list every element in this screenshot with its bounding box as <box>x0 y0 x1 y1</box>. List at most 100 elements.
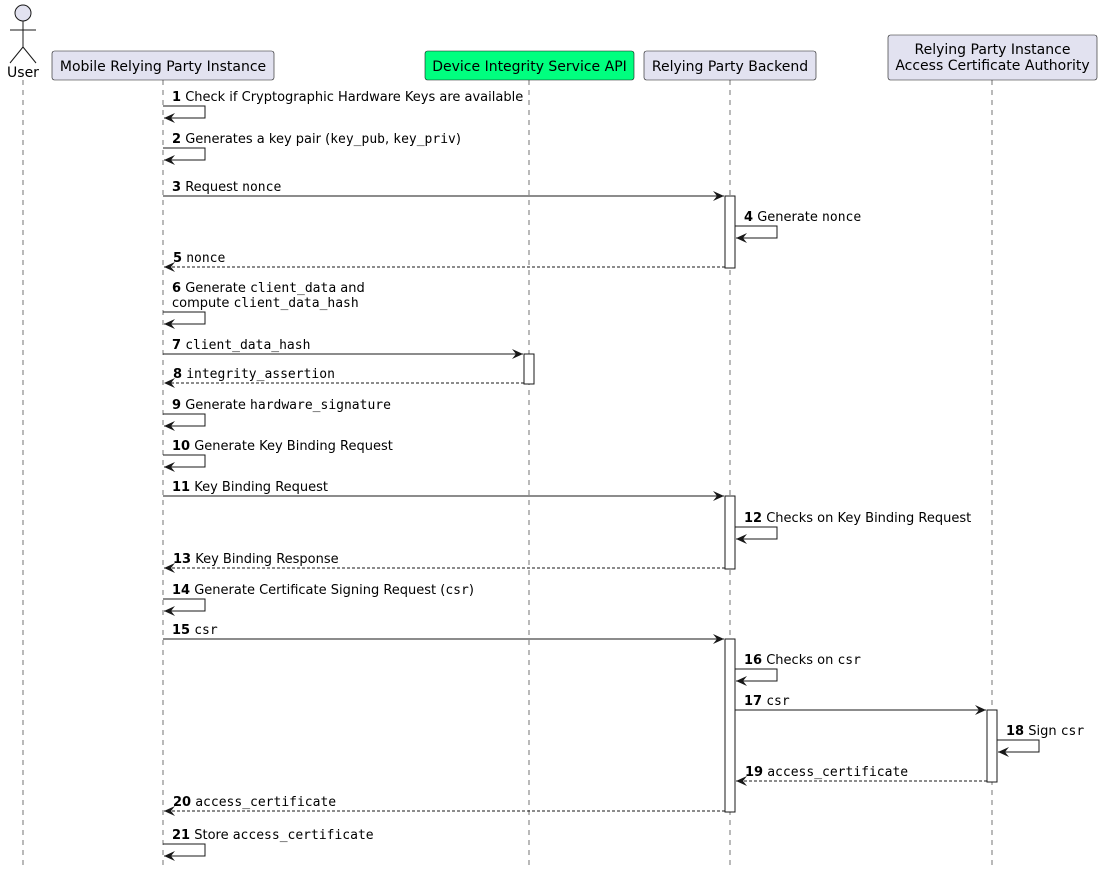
code-text: hardware_signature <box>250 398 391 413</box>
message-label: 2 Generates a key pair (key_pub, key_pri… <box>172 132 461 147</box>
message-text: Checks on <box>766 653 837 668</box>
message-3: 3 Request nonce <box>163 180 724 201</box>
message-label: 18 Sign csr <box>1006 724 1084 739</box>
message-number: 5 <box>173 251 182 266</box>
message-text: Request <box>185 180 242 195</box>
message-text: ) <box>469 583 474 598</box>
code-text: nonce <box>242 180 281 195</box>
message-label: 15 csr <box>172 623 218 638</box>
message-8: 8 integrity_assertion <box>164 367 524 388</box>
message-number: 3 <box>172 180 181 195</box>
self-message-arrow <box>163 105 206 123</box>
participant-label: Device Integrity Service API <box>432 59 627 75</box>
code-text: integrity_assertion <box>186 367 335 382</box>
activation-bars <box>523 195 998 813</box>
message-label: 4 Generate nonce <box>744 210 861 225</box>
message-4: 4 Generate nonce <box>735 210 861 243</box>
self-message-arrow <box>997 739 1040 757</box>
message-number: 15 <box>172 623 190 638</box>
participant-mrpi: Mobile Relying Party Instance <box>51 50 275 81</box>
self-message-arrow <box>163 311 206 329</box>
message-label: 17 csr <box>744 694 790 709</box>
activation-bar-dis <box>523 353 535 385</box>
message-17: 17 csr <box>735 694 986 715</box>
participant-box <box>887 34 1098 81</box>
code-text: csr <box>837 653 861 668</box>
message-number: 10 <box>172 439 190 454</box>
code-text: csr <box>766 694 790 709</box>
message-number: 13 <box>173 552 191 567</box>
participant-dis: Device Integrity Service API <box>424 50 635 81</box>
message-label: 11 Key Binding Request <box>172 480 328 495</box>
message-16: 16 Checks on csr <box>735 653 861 686</box>
participant-box <box>424 50 635 81</box>
message-number: 18 <box>1006 724 1024 739</box>
activation-bar-rpca <box>986 709 998 783</box>
participant-label: Access Certificate Authority <box>895 58 1089 74</box>
message-text: ) <box>456 132 461 147</box>
message-number: 8 <box>173 367 182 382</box>
code-text: key_pub <box>330 132 385 147</box>
message-label: 13 Key Binding Response <box>173 552 339 567</box>
self-message-arrow <box>163 598 206 616</box>
activation-bar-rpb <box>724 495 736 570</box>
message-label: 9 Generate hardware_signature <box>172 398 391 413</box>
message-1: 1 Check if Cryptographic Hardware Keys a… <box>163 90 523 123</box>
message-text: Generates a key pair ( <box>185 132 330 147</box>
code-text: csr <box>1061 724 1085 739</box>
message-text: Generate <box>185 398 250 413</box>
participant-user: User <box>7 4 39 81</box>
message-number: 11 <box>172 480 190 495</box>
message-number: 2 <box>172 132 181 147</box>
message-label: 1 Check if Cryptographic Hardware Keys a… <box>172 90 523 105</box>
message-label: 20 access_certificate <box>173 795 336 810</box>
self-message-arrow <box>735 225 778 243</box>
self-message-arrow <box>735 668 778 686</box>
message-number: 6 <box>172 281 181 296</box>
message-9: 9 Generate hardware_signature <box>163 398 391 431</box>
message-label: 6 Generate client_data and <box>172 281 365 296</box>
message-label: 16 Checks on csr <box>744 653 861 668</box>
message-14: 14 Generate Certificate Signing Request … <box>163 583 474 616</box>
message-text: Generate Certificate Signing Request ( <box>194 583 445 598</box>
code-text: access_certificate <box>767 765 908 780</box>
message-12: 12 Checks on Key Binding Request <box>735 511 971 544</box>
message-text: Store <box>194 828 233 843</box>
participant-label: Mobile Relying Party Instance <box>60 59 266 75</box>
participant-label: Relying Party Instance <box>915 42 1071 58</box>
lifelines <box>22 80 993 867</box>
message-number: 14 <box>172 583 190 598</box>
message-13: 13 Key Binding Response <box>164 552 725 573</box>
code-text: access_certificate <box>233 828 374 843</box>
message-20: 20 access_certificate <box>164 795 725 816</box>
code-text: client_data_hash <box>185 338 310 353</box>
activation-bar-rpb <box>724 638 736 813</box>
message-number: 12 <box>744 511 762 526</box>
message-text: Generate <box>185 281 250 296</box>
self-message-arrow <box>163 454 206 472</box>
message-number: 19 <box>745 765 763 780</box>
participant-box <box>643 50 817 81</box>
self-message-arrow <box>163 413 206 431</box>
self-message-arrow <box>163 147 206 165</box>
message-number: 17 <box>744 694 762 709</box>
code-text: client_data <box>250 281 336 296</box>
message-18: 18 Sign csr <box>997 724 1084 757</box>
message-text: Key Binding Request <box>194 480 328 495</box>
message-7: 7 client_data_hash <box>163 338 523 359</box>
code-text: nonce <box>186 251 225 266</box>
code-text: csr <box>194 623 218 638</box>
code-text: client_data_hash <box>233 296 358 311</box>
message-5: 5 nonce <box>164 251 725 272</box>
message-label: 19 access_certificate <box>745 765 908 780</box>
messages: 1 Check if Cryptographic Hardware Keys a… <box>163 90 1084 861</box>
self-message-arrow <box>735 526 778 544</box>
code-text: access_certificate <box>195 795 336 810</box>
code-text: csr <box>445 583 469 598</box>
code-text: nonce <box>822 210 861 225</box>
message-11: 11 Key Binding Request <box>163 480 724 501</box>
message-text: and <box>336 281 365 296</box>
message-label: 21 Store access_certificate <box>172 828 374 843</box>
